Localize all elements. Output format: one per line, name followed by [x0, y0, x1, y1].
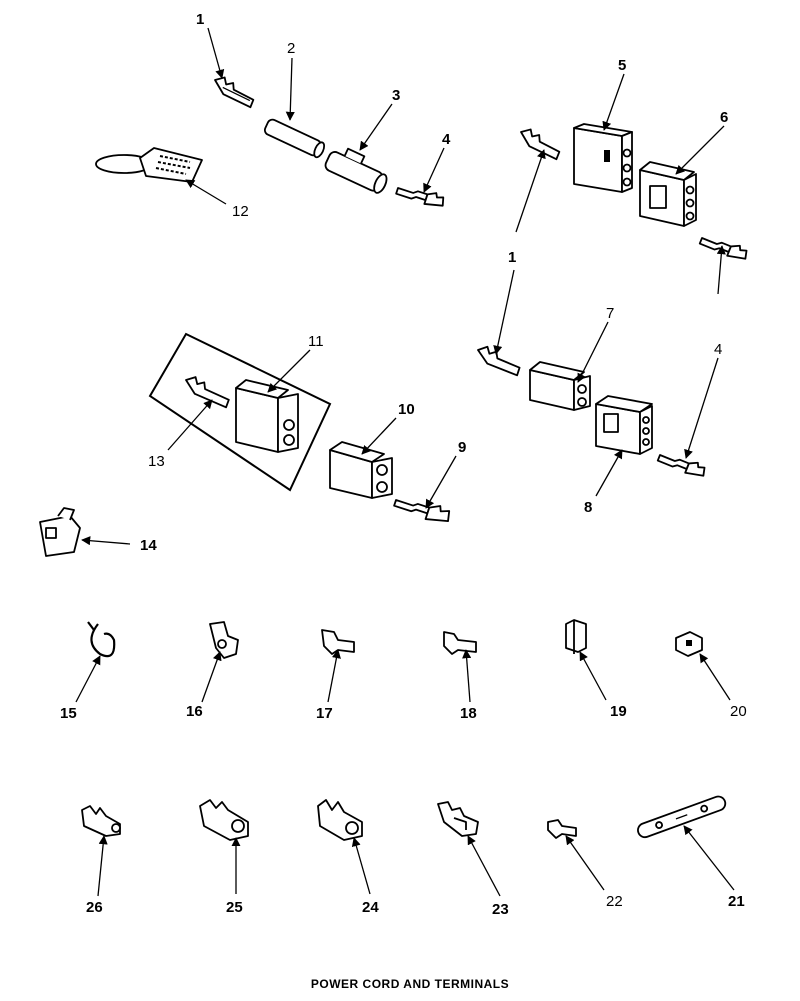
part-20-terminal [675, 631, 703, 657]
callout-19: 19 [610, 703, 627, 720]
part-16-terminal [209, 621, 239, 659]
callout-2: 2 [287, 40, 295, 57]
part-4-male-terminal-lower [656, 454, 706, 477]
part-9-male-terminal [393, 499, 451, 523]
callout-13: 13 [148, 453, 165, 470]
part-4-male-terminal-top [395, 187, 445, 207]
part-13-female-terminal [185, 376, 230, 409]
part-1-female-terminal-right [520, 128, 561, 161]
callout-21: 21 [728, 893, 745, 910]
callout-3: 3 [392, 87, 400, 104]
callout-16: 16 [186, 703, 203, 720]
part-24-ring-terminal [317, 799, 363, 841]
part-19-terminal [565, 619, 587, 654]
callout-12: 12 [232, 203, 249, 220]
part-11-connector-kit-box [148, 332, 332, 492]
part-15-wire-clip [87, 621, 116, 658]
callout-14: 14 [140, 537, 157, 554]
part-8-connector-housing-3pin [595, 395, 653, 455]
part-6-connector-housing-3pin [639, 161, 697, 227]
callout-18: 18 [460, 705, 477, 722]
callout-10: 10 [398, 401, 415, 418]
part-3-housing-sleeve [324, 147, 388, 194]
diagram-title: POWER CORD AND TERMINALS [311, 977, 509, 991]
part-26-ring-terminal [81, 805, 121, 837]
part-1-female-terminal-lower [477, 345, 521, 377]
callout-8: 8 [584, 499, 592, 516]
callout-11: 11 [308, 333, 324, 350]
part-22-terminal [547, 819, 577, 839]
part-25-ring-terminal [199, 799, 249, 841]
callout-22: 22 [606, 893, 623, 910]
callout-24: 24 [362, 899, 379, 916]
callout-7: 7 [606, 305, 614, 322]
callout-23: 23 [492, 901, 509, 918]
part-7-connector-housing-2pin [529, 361, 591, 411]
callout-5: 5 [618, 57, 626, 74]
callout-20: 20 [730, 703, 747, 720]
part-11-connector-housing-2pin [235, 379, 299, 453]
callout-4-right: 4 [714, 341, 722, 358]
callout-26: 26 [86, 899, 103, 916]
part-17-terminal [321, 629, 355, 655]
callout-4-top: 4 [442, 131, 451, 148]
leader-lines [75, 27, 735, 897]
part-14-clip [39, 507, 81, 557]
callout-1-top: 1 [196, 11, 204, 28]
callout-1-right: 1 [508, 249, 516, 266]
part-2-insulating-sleeve [263, 118, 326, 159]
part-10-connector-housing-2pin [329, 441, 393, 499]
part-4-male-terminal-right [698, 237, 748, 260]
part-12-warning-tag [95, 147, 203, 183]
callout-15: 15 [60, 705, 77, 722]
part-21-splice-bar [637, 795, 727, 839]
part-18-terminal [443, 631, 477, 655]
callout-17: 17 [316, 705, 333, 722]
callout-labels: 1 2 3 4 5 6 12 1 4 7 11 10 9 13 8 14 15 … [60, 11, 747, 918]
callout-6: 6 [720, 109, 728, 126]
part-1-female-terminal-top [214, 76, 255, 109]
callout-25: 25 [226, 899, 243, 916]
callout-9: 9 [458, 439, 466, 456]
part-23-terminal [437, 801, 479, 837]
part-5-connector-housing-3pin [573, 123, 633, 193]
